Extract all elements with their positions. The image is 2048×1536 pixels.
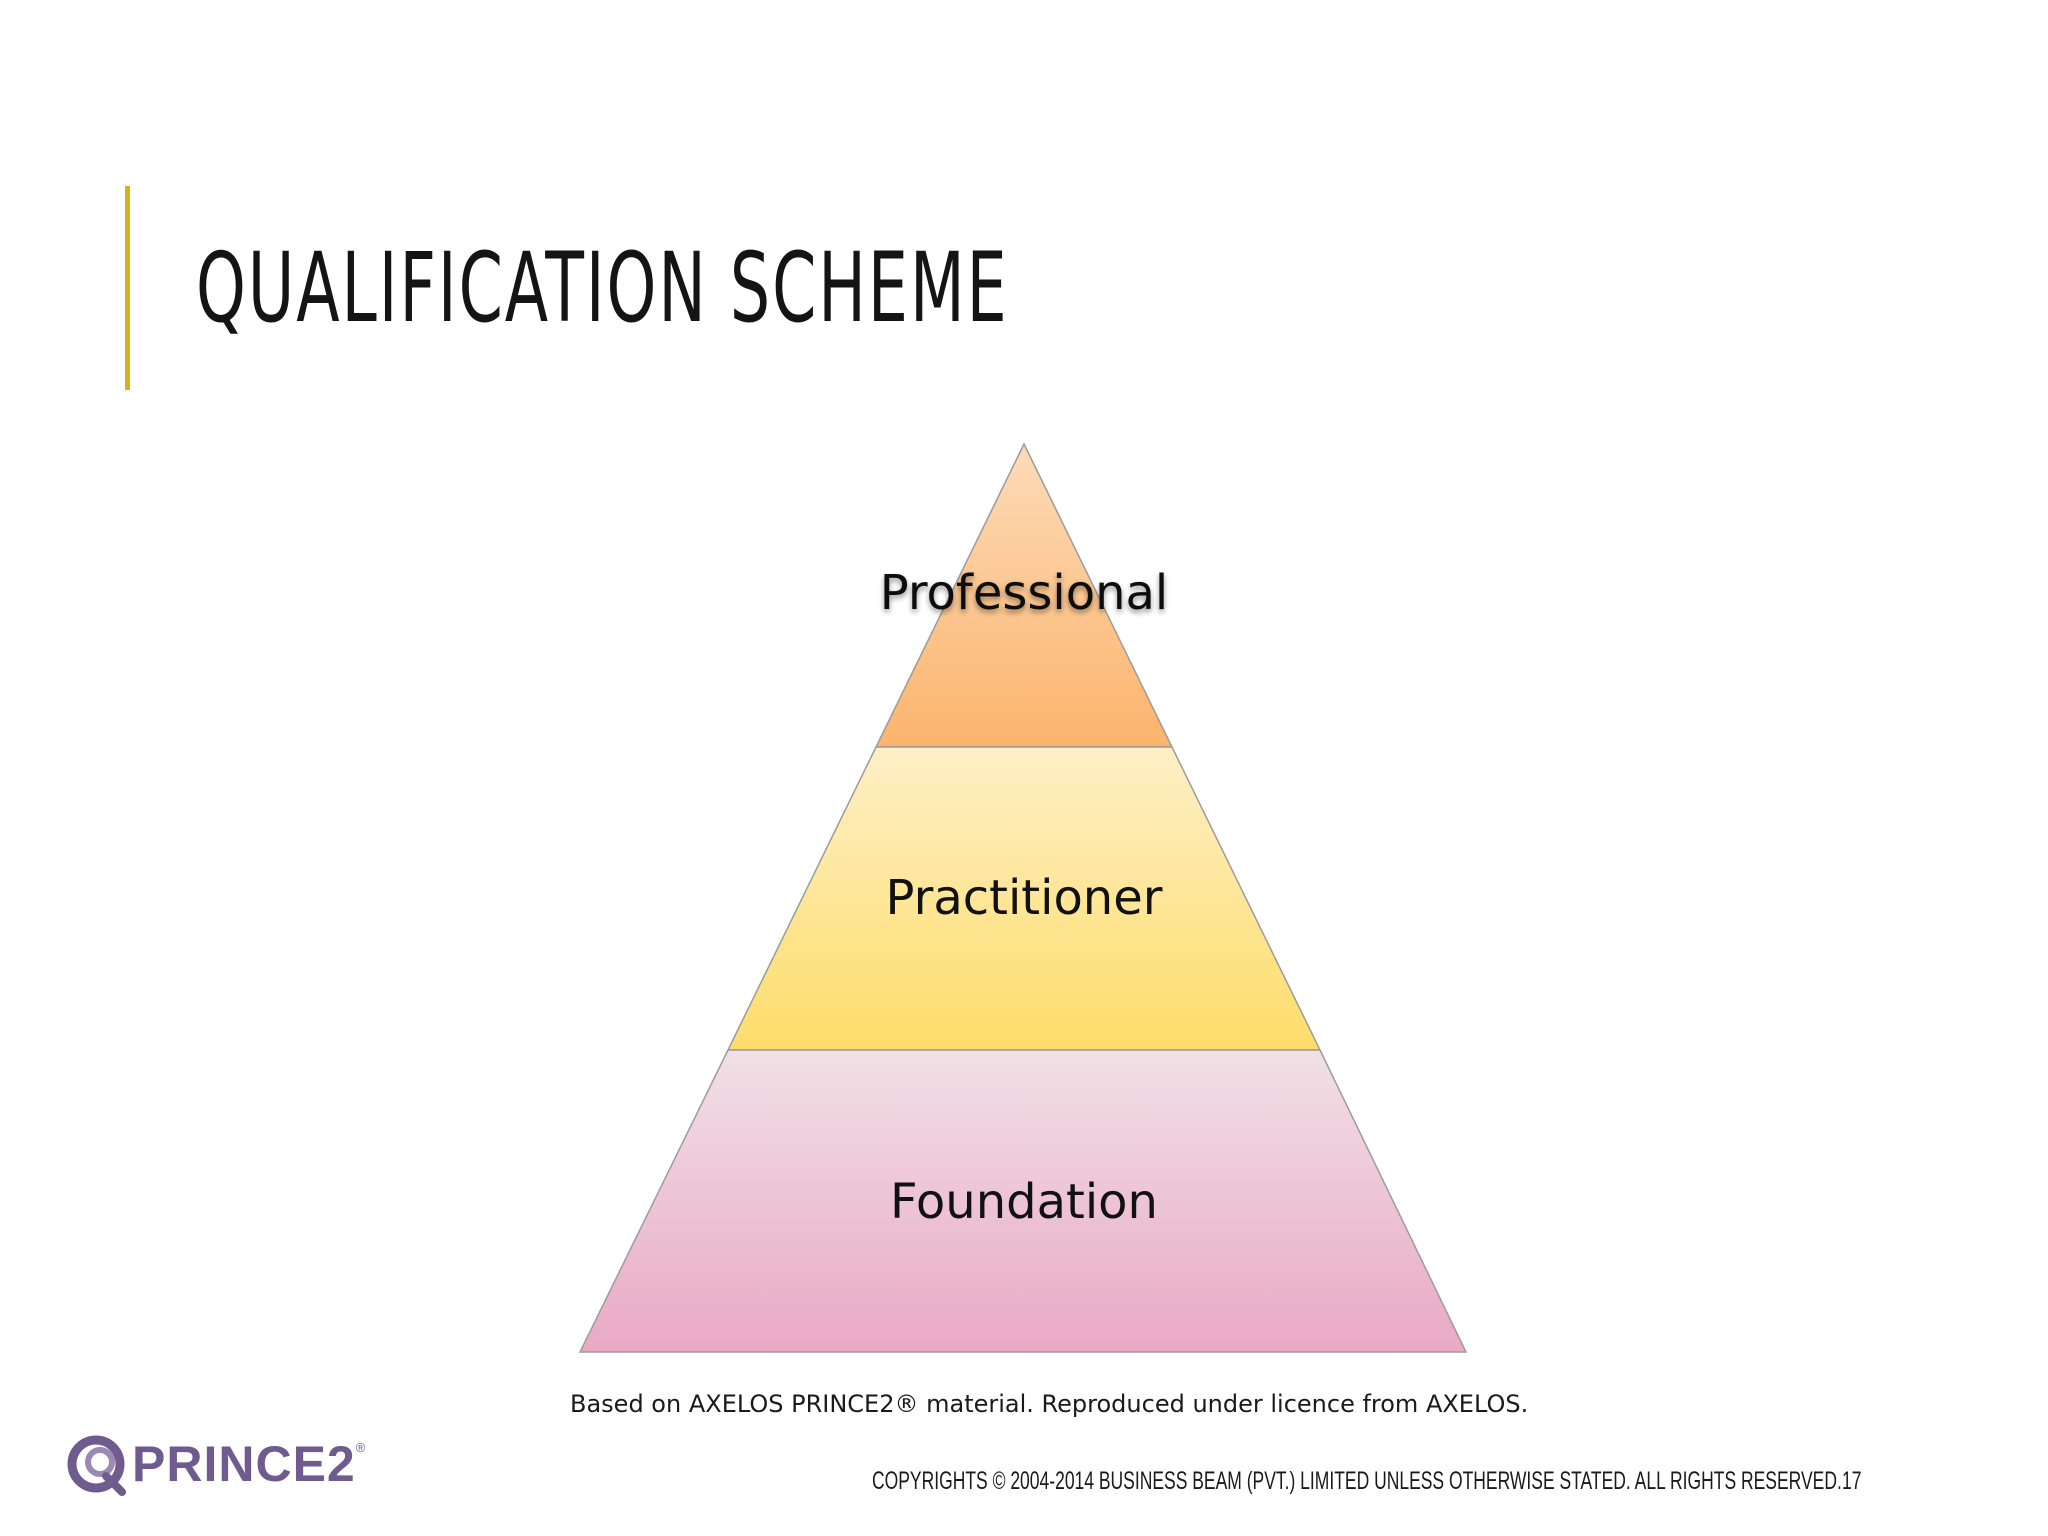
prince2-logo: PRINCE2 ®: [66, 1432, 365, 1496]
tier-label-foundation: Foundation: [890, 1174, 1158, 1230]
prince2-logo-icon: [67, 1435, 126, 1496]
page-number: 17: [1842, 1467, 1862, 1495]
title-accent-bar: [125, 186, 130, 390]
tier-foundation: [578, 1049, 1468, 1353]
slide-title: QUALIFICATION SCHEME: [196, 232, 1009, 344]
tier-label-practitioner: Practitioner: [885, 870, 1162, 926]
tier-label-professional: Professional: [880, 565, 1168, 621]
footer-copyright: COPYRIGHTS © 2004-2014 BUSINESS BEAM (PV…: [872, 1467, 1842, 1495]
source-caption: Based on AXELOS PRINCE2® material. Repro…: [570, 1390, 1529, 1418]
prince2-logo-text: PRINCE2: [132, 1436, 356, 1492]
prince2-registered-mark: ®: [355, 1440, 366, 1455]
